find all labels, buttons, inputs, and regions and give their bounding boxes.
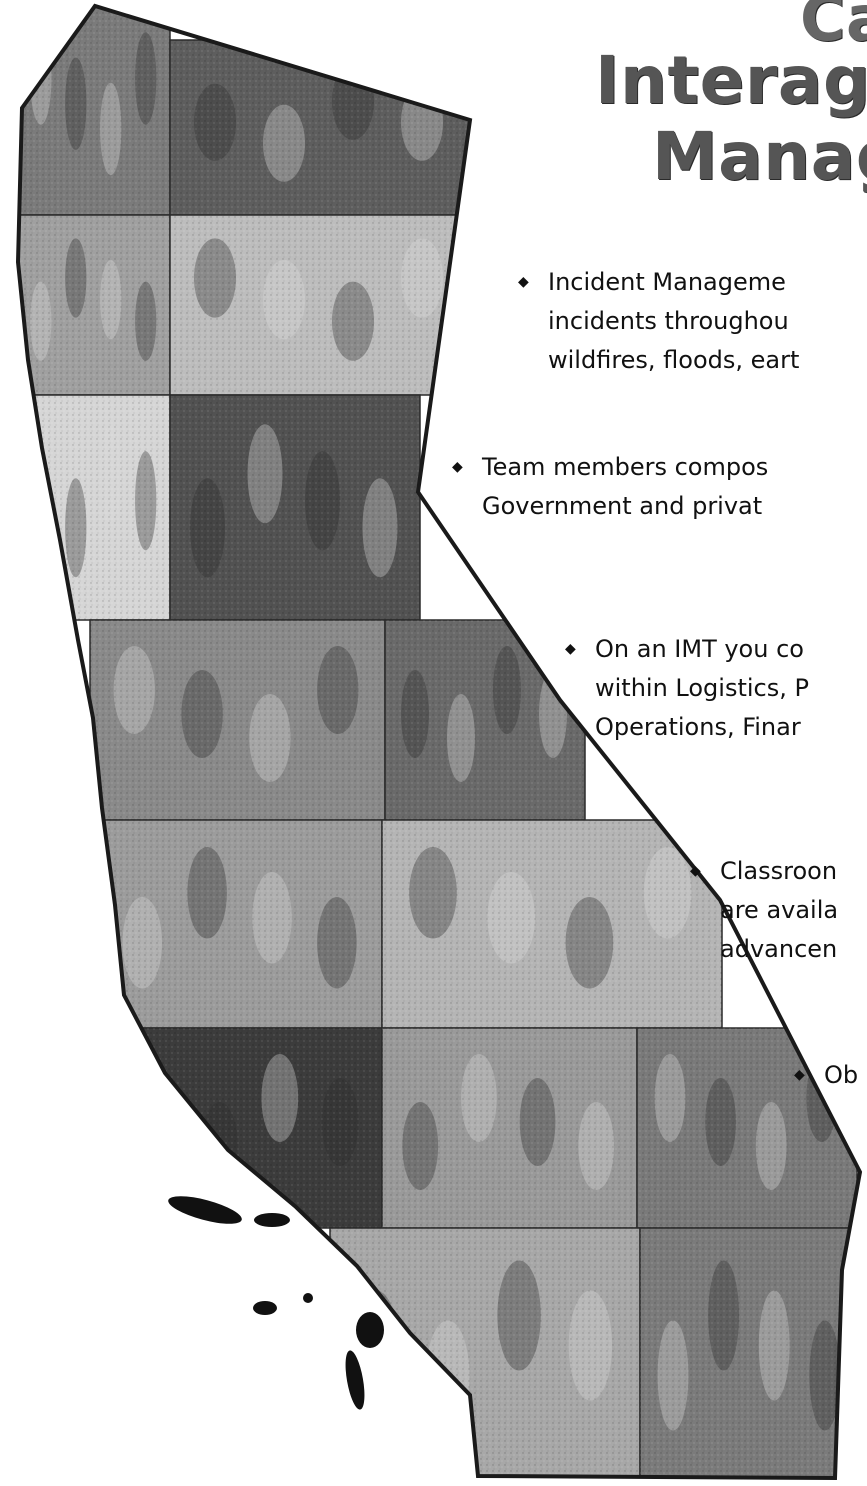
photo-collage bbox=[18, 6, 860, 1478]
channel-islands bbox=[168, 1196, 384, 1410]
bullet-diamond-icon: ◆ bbox=[794, 1067, 805, 1083]
photo-briefing-crowd bbox=[169, 394, 421, 621]
photo-air-tanker bbox=[169, 214, 471, 396]
bullet-classroom: ◆ Classroon are availa advancen bbox=[690, 852, 838, 969]
photo-crew-group bbox=[18, 6, 171, 216]
bullet-team-members: ◆ Team members compos Government and pri… bbox=[452, 448, 768, 526]
photo-supply-unit bbox=[381, 1027, 638, 1229]
heading-line-2: Interag bbox=[595, 42, 867, 119]
photo-base-camp-trailers bbox=[18, 214, 171, 396]
heading-line-3: Manag bbox=[652, 118, 867, 195]
bullet-diamond-icon: ◆ bbox=[690, 863, 701, 879]
bullet-diamond-icon: ◆ bbox=[518, 274, 529, 290]
bullet-ob: ◆ Ob bbox=[794, 1056, 858, 1095]
bullet-diamond-icon: ◆ bbox=[452, 459, 463, 475]
bullet-imt-sections: ◆ On an IMT you co within Logistics, P O… bbox=[565, 630, 809, 747]
california-outline bbox=[15, 3, 863, 1481]
heading-line-1: Ca bbox=[800, 0, 867, 55]
photo-planning-room bbox=[89, 619, 386, 821]
bullet-incident-management: ◆ Incident Manageme incidents throughou … bbox=[518, 263, 799, 380]
bullet-diamond-icon: ◆ bbox=[565, 641, 576, 657]
photo-tent-camp bbox=[99, 819, 383, 1029]
photo-burned-structure bbox=[381, 819, 723, 1029]
photo-packing-boxes bbox=[329, 1227, 641, 1478]
photo-handcrew-digging bbox=[384, 619, 586, 821]
photo-forest-smoke bbox=[169, 39, 471, 216]
photo-crew-group bbox=[639, 1227, 860, 1478]
